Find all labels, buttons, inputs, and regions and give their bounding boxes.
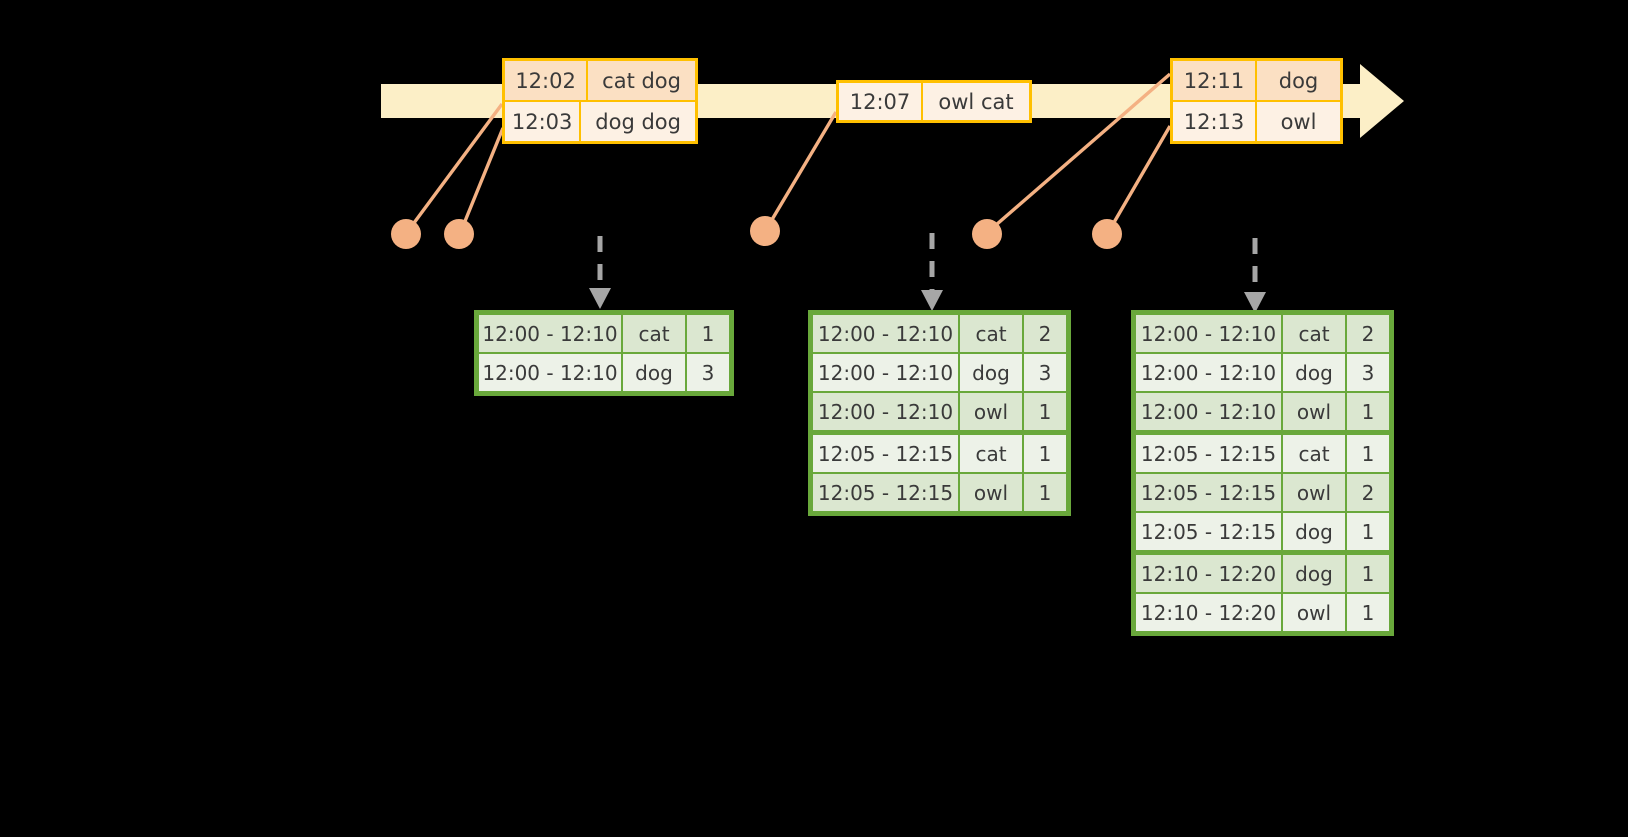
count-cell: 1	[1347, 435, 1389, 472]
count-cell: 1	[1024, 435, 1066, 472]
word-key-cell: cat	[623, 315, 685, 352]
event-time: 12:07	[839, 83, 923, 120]
window-range-cell: 12:00 - 12:10	[813, 354, 958, 391]
window-range-cell: 12:00 - 12:10	[479, 315, 621, 352]
connector-12-13	[1107, 125, 1172, 232]
event-words: dog	[1257, 61, 1340, 100]
group-separator	[1135, 551, 1390, 554]
word-key-cell: owl	[1283, 594, 1345, 631]
event-row[interactable]: 12:07 owl cat	[839, 83, 1029, 120]
word-key-cell: owl	[1283, 393, 1345, 430]
word-key-cell: cat	[960, 315, 1022, 352]
count-cell: 2	[1024, 315, 1066, 352]
dot-12-07	[750, 216, 780, 246]
window-range-cell: 12:00 - 12:10	[813, 393, 958, 430]
count-cell: 1	[1347, 555, 1389, 592]
window-range-cell: 12:00 - 12:10	[1136, 393, 1281, 430]
count-cell: 3	[687, 354, 729, 391]
count-cell: 1	[1024, 474, 1066, 511]
dot-12-02	[391, 219, 421, 249]
event-words: owl	[1257, 102, 1340, 141]
event-row[interactable]: 12:02 cat dog	[505, 61, 695, 100]
event-row[interactable]: 12:13 owl	[1173, 100, 1340, 141]
event-row[interactable]: 12:03 dog dog	[505, 100, 695, 141]
word-key-cell: cat	[960, 435, 1022, 472]
dot-12-11	[972, 219, 1002, 249]
event-time: 12:13	[1173, 102, 1257, 141]
word-key-cell: dog	[623, 354, 685, 391]
dashed-arrow-2-head	[921, 290, 943, 311]
event-words: owl cat	[923, 83, 1029, 120]
count-cell: 1	[687, 315, 729, 352]
word-key-cell: dog	[1283, 354, 1345, 391]
word-key-cell: owl	[960, 393, 1022, 430]
window-range-cell: 12:05 - 12:15	[1136, 513, 1281, 550]
word-key-cell: dog	[960, 354, 1022, 391]
event-box-2[interactable]: 12:07 owl cat	[836, 80, 1032, 123]
count-cell: 1	[1024, 393, 1066, 430]
window-range-cell: 12:00 - 12:10	[479, 354, 621, 391]
window-range-cell: 12:05 - 12:15	[813, 435, 958, 472]
event-time: 12:03	[505, 102, 582, 141]
word-key-cell: owl	[1283, 474, 1345, 511]
dashed-arrow-1-head	[589, 288, 611, 309]
timeline-and-connectors	[381, 64, 1404, 313]
dot-12-03	[444, 219, 474, 249]
window-range-cell: 12:10 - 12:20	[1136, 555, 1281, 592]
dot-12-13	[1092, 219, 1122, 249]
event-box-1[interactable]: 12:02 cat dog 12:03 dog dog	[502, 58, 698, 144]
count-cell: 1	[1347, 594, 1389, 631]
window-range-cell: 12:00 - 12:10	[1136, 315, 1281, 352]
event-words: cat dog	[588, 61, 695, 100]
event-time: 12:02	[505, 61, 589, 100]
word-key-cell: cat	[1283, 435, 1345, 472]
group-separator	[1135, 431, 1390, 434]
event-row[interactable]: 12:11 dog	[1173, 61, 1340, 100]
count-cell: 1	[1347, 393, 1389, 430]
window-range-cell: 12:05 - 12:15	[813, 474, 958, 511]
word-key-cell: cat	[1283, 315, 1345, 352]
count-cell: 2	[1347, 474, 1389, 511]
window-range-cell: 12:00 - 12:10	[813, 315, 958, 352]
window-range-cell: 12:05 - 12:15	[1136, 474, 1281, 511]
event-time: 12:11	[1173, 61, 1257, 100]
count-cell: 2	[1347, 315, 1389, 352]
count-cell: 3	[1024, 354, 1066, 391]
group-separator	[812, 431, 1067, 434]
window-range-cell: 12:10 - 12:20	[1136, 594, 1281, 631]
word-key-cell: dog	[1283, 513, 1345, 550]
count-cell: 3	[1347, 354, 1389, 391]
window-range-cell: 12:00 - 12:10	[1136, 354, 1281, 391]
word-key-cell: owl	[960, 474, 1022, 511]
connector-12-02	[406, 102, 504, 233]
connector-12-03	[459, 127, 505, 232]
event-words: dog dog	[581, 102, 695, 141]
word-key-cell: dog	[1283, 555, 1345, 592]
count-cell: 1	[1347, 513, 1389, 550]
event-box-3[interactable]: 12:11 dog 12:13 owl	[1170, 58, 1343, 144]
window-range-cell: 12:05 - 12:15	[1136, 435, 1281, 472]
connector-12-07	[765, 111, 838, 229]
